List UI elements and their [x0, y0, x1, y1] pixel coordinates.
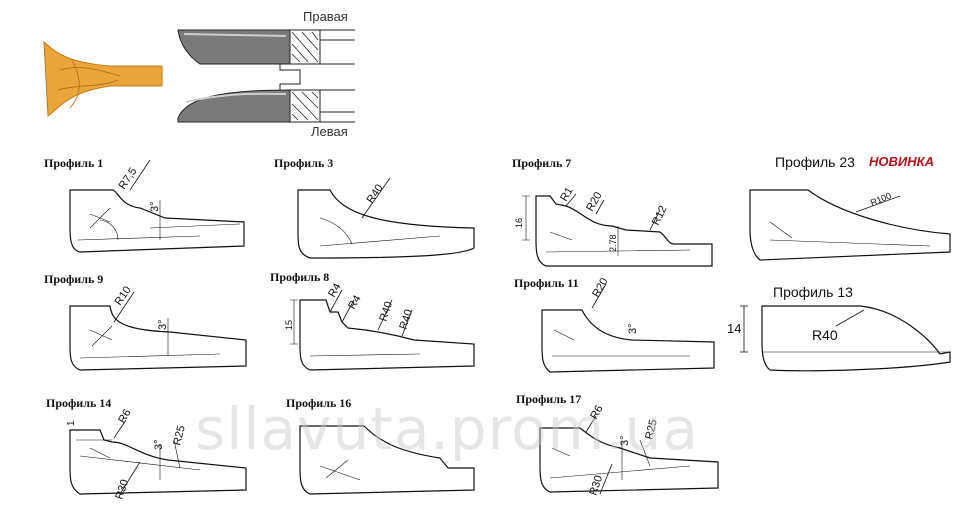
dim-label: R40 — [377, 300, 395, 323]
profile-23-drawing — [749, 189, 951, 261]
profile-14-drawing — [69, 419, 247, 495]
dim-label: 3° — [619, 435, 631, 446]
dim-label: R6 — [116, 407, 133, 425]
dim-label: R30 — [587, 474, 605, 497]
profile-9-drawing — [69, 291, 247, 371]
dim-label: R20 — [584, 190, 604, 213]
profile-1-title: Профиль 1 — [44, 156, 104, 170]
profile-23-title: Профиль 23 — [775, 154, 855, 170]
profile-13-drawing — [740, 305, 951, 372]
dim-label: 16 — [514, 218, 524, 228]
dim-label: R30 — [113, 478, 131, 501]
watermark: sllavuta.prom.ua — [195, 395, 699, 463]
dim-label: 15 — [284, 320, 294, 330]
dim-label: R100 — [869, 191, 893, 208]
dim-label: 3° — [157, 319, 169, 330]
dim-label: 1 — [66, 420, 77, 426]
dim-label: R4 — [346, 293, 363, 311]
dim-label: R40 — [365, 182, 386, 205]
right-cutter-blade — [177, 29, 291, 65]
profile-3-title: Профиль 3 — [274, 156, 334, 170]
dim-label: 3° — [149, 201, 161, 212]
dim-label: R7,5 — [117, 166, 140, 192]
dim-label: 2.78 — [608, 234, 618, 252]
dim-label: R10 — [113, 284, 134, 307]
left-cutter-shine — [185, 92, 287, 103]
profile-17-drawing — [539, 415, 719, 495]
profile-16-drawing — [299, 425, 475, 495]
dim-label: 3° — [153, 439, 165, 450]
profile-17-title: Профиль 17 — [516, 392, 582, 406]
left-cutter-arbor — [320, 89, 355, 123]
dim-label: R1 — [558, 185, 575, 203]
profile-11-title: Профиль 11 — [514, 276, 579, 290]
dim-label: R12 — [650, 204, 670, 227]
dim-label: R40 — [397, 308, 415, 331]
dim-label: R25 — [643, 418, 660, 440]
profile-8-drawing — [290, 289, 475, 371]
profile-1-drawing — [69, 159, 245, 253]
dim-label: R40 — [812, 327, 838, 343]
new-badge: НОВИНКА — [869, 154, 935, 169]
profile-8-title: Профиль 8 — [270, 270, 330, 284]
wood-blank — [43, 40, 163, 117]
dim-label: 14 — [727, 321, 741, 336]
right-cutter-shine — [183, 33, 287, 37]
profile-16-title: Профиль 16 — [286, 396, 352, 410]
right-label: Правая — [303, 9, 348, 24]
profile-14-title: Профиль 14 — [46, 396, 112, 410]
left-label: Левая — [311, 124, 348, 139]
dim-label: R4 — [326, 281, 343, 299]
profile-7-title: Профиль 7 — [512, 156, 572, 170]
dim-label: R25 — [171, 424, 188, 446]
profile-13-title: Профиль 13 — [773, 284, 853, 300]
dim-label: R20 — [590, 276, 610, 299]
profile-3-drawing — [297, 177, 475, 259]
dim-label: 3° — [627, 323, 639, 334]
profile-7-drawing — [522, 193, 713, 267]
profile-9-title: Профиль 9 — [44, 272, 104, 286]
profile-11-drawing — [541, 283, 715, 373]
wood-grain — [57, 59, 121, 109]
